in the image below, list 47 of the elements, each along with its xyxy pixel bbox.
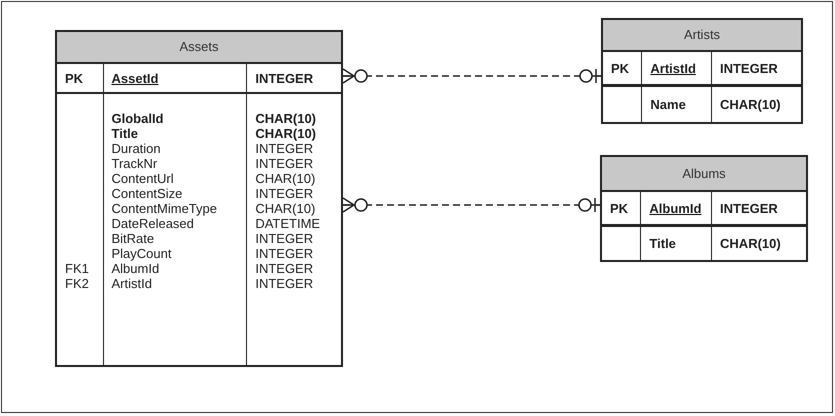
data-type: INTEGER <box>720 60 778 76</box>
data-type: CHAR(10) <box>255 171 316 186</box>
primary-key-field: ArtistId <box>650 60 696 76</box>
key-label: PK <box>610 200 628 216</box>
field-name: AlbumId <box>112 261 160 276</box>
table-header: Assets <box>57 32 341 64</box>
field-name: Title <box>112 126 138 141</box>
data-type: INTEGER <box>255 141 314 156</box>
data-type: INTEGER <box>255 231 314 246</box>
field-name: BitRate <box>112 231 154 246</box>
relationship-line <box>342 197 601 213</box>
primary-key-field: AssetId <box>112 70 158 86</box>
field-name: ContentUrl <box>112 171 174 186</box>
data-type: CHAR(10) <box>720 236 781 251</box>
data-type: INTEGER <box>720 200 778 216</box>
field-name: ContentSize <box>112 186 182 201</box>
key-label: PK <box>65 70 84 86</box>
data-type: DATETIME <box>255 216 320 231</box>
table-header: Artists <box>603 20 801 52</box>
field-name: DateReleased <box>112 216 194 231</box>
data-type: INTEGER <box>255 186 314 201</box>
entity-table <box>600 155 808 262</box>
relationship-line <box>342 68 602 84</box>
data-type: CHAR(10) <box>255 126 316 141</box>
field-name: ContentMimeType <box>112 201 217 216</box>
data-type: INTEGER <box>255 276 314 291</box>
field-name: TrackNr <box>112 156 158 171</box>
data-type: INTEGER <box>255 156 314 171</box>
entity-table <box>55 30 343 367</box>
data-type: INTEGER <box>255 70 314 86</box>
key-label: PK <box>611 60 630 76</box>
field-name: ArtistId <box>112 276 152 291</box>
data-type: CHAR(10) <box>255 111 316 126</box>
primary-key-field: AlbumId <box>649 200 702 216</box>
field-name: Duration <box>112 141 161 156</box>
field-name: Name <box>650 97 686 112</box>
data-type: CHAR(10) <box>255 201 316 216</box>
data-type: INTEGER <box>255 246 314 261</box>
field-name: GlobalId <box>112 111 164 126</box>
entity-table <box>601 18 803 124</box>
field-name: Title <box>649 236 676 251</box>
key-label: FK1 <box>65 261 89 276</box>
data-type: INTEGER <box>255 261 314 276</box>
field-name: PlayCount <box>112 246 172 261</box>
data-type: CHAR(10) <box>720 97 781 112</box>
key-label: FK2 <box>65 276 89 291</box>
table-header: Albums <box>602 157 806 192</box>
